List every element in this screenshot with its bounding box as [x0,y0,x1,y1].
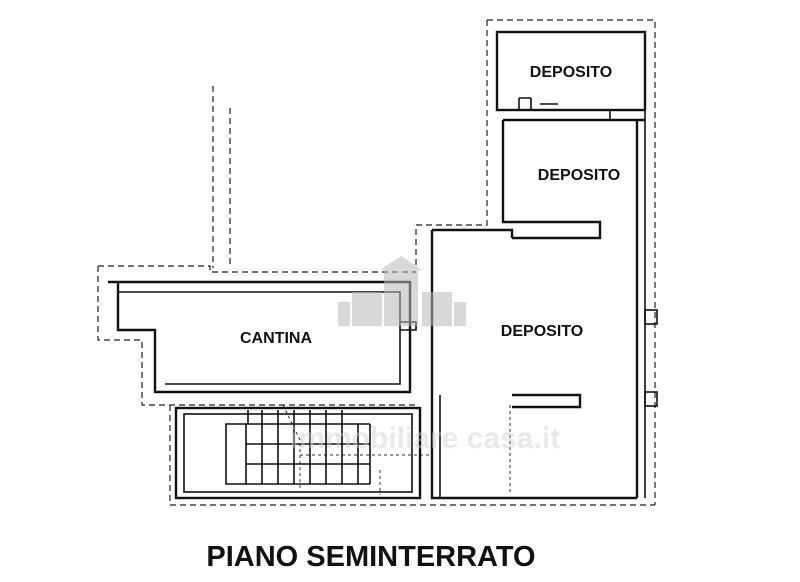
watermark: immobiliare casa.it [290,256,560,455]
walls [108,30,658,500]
room-label-deposito-top: DEPOSITO [530,64,612,81]
watermark-text: immobiliare casa.it [290,422,560,455]
dashed-boundaries [97,19,656,506]
building-logo-icon [338,256,466,326]
room-label-cantina: CANTINA [240,330,312,347]
room-label-deposito-middle: DEPOSITO [538,167,620,184]
plan-title: PIANO SEMINTERRATO [206,541,535,573]
room-label-deposito-main: DEPOSITO [501,323,583,340]
